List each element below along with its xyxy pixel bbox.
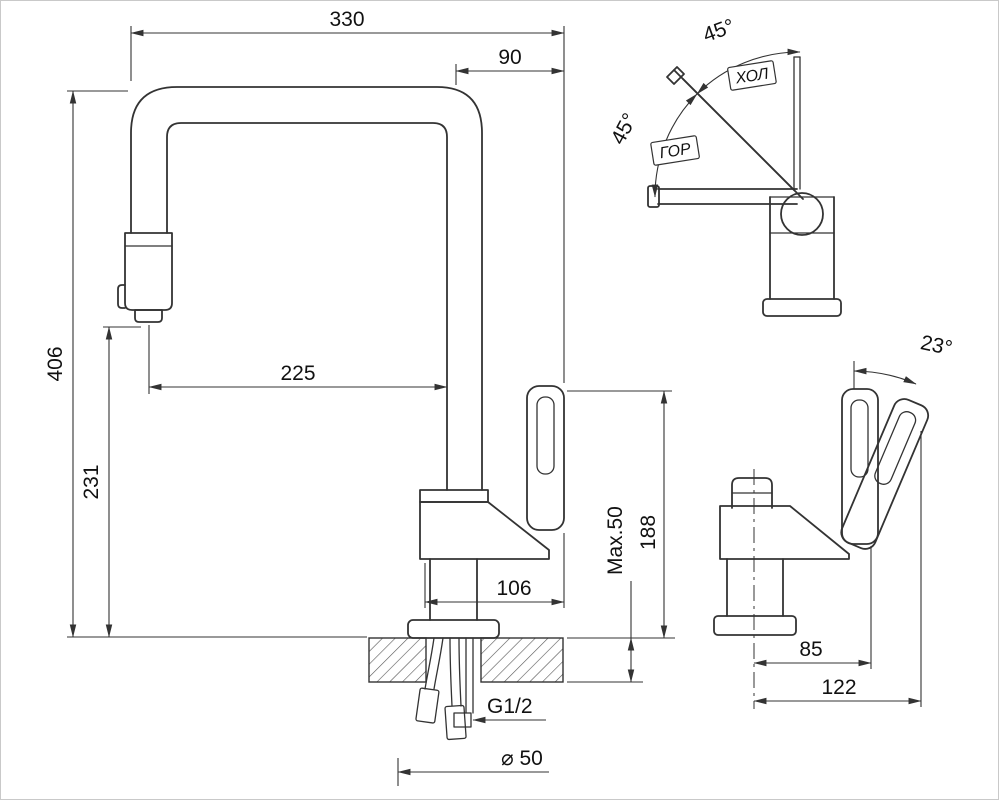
dim-spout-reach-label: 225 [280,362,315,385]
thread-label: G1/2 [487,695,533,718]
body-housing [419,501,550,560]
handle-lever [526,385,565,531]
arc-45-upper [696,48,801,95]
dim-total-depth-label: 122 [821,676,856,699]
angle-lower-label: 45° [607,110,642,149]
arc-23 [853,367,917,385]
shank-thread-end [453,712,472,728]
dim-handle-offset-label: 85 [799,638,822,661]
cold-label: ХОЛ [733,66,769,88]
hose-left-line2 [433,637,444,690]
side-handle-vertical [841,388,879,545]
side-handle-tilted [840,398,930,550]
hot-label-box [650,135,700,166]
lever-diagonal-line2 [682,78,804,200]
hot-label: ГОР [658,141,692,163]
base-flange [407,619,500,639]
dim-handle-height-label: 188 [637,515,660,550]
rot-pivot-ball [780,192,824,236]
rotation-view: 45° 45° ХОЛ ГОР [607,15,842,317]
dim-spout-height-label: 231 [80,464,103,499]
hose-left-fitting [415,687,440,724]
rot-base-flange [762,298,842,317]
handle-angle-label: 23° [918,331,954,360]
hole-diameter-label: ⌀ 50 [501,747,543,770]
hose-mid-line1 [449,637,453,707]
side-view: 23° 85 122 [713,331,954,709]
dim-spout-offset-label: 90 [498,46,521,69]
angle-upper-label: 45° [700,15,738,47]
cold-label-box [727,60,777,91]
body-collar [419,489,489,503]
hot-label-group: ГОР [650,135,700,166]
dim-total-width-label: 330 [329,8,364,31]
dim-body-to-handle-label: 106 [496,577,531,600]
side-spout-stub [731,477,773,509]
dim-total-height-label: 406 [44,346,67,381]
side-handle-tilted-slot [874,411,917,485]
hose-mid-fitting [444,704,467,741]
dim-max-deck-label: Max.50 [604,506,627,575]
spray-head-outline [124,232,173,311]
front-view: 330 90 406 231 225 106 Max.50 188 [44,8,675,786]
spray-head-aerator [134,309,163,323]
lever-diagonal-end-cap [666,66,685,85]
side-body-housing [719,505,850,560]
cold-label-group: ХОЛ [727,60,777,91]
hose-left-line1 [424,637,435,690]
spray-head-button [117,284,126,309]
deck-hatch-left [368,637,427,683]
side-handle-tilted-group [840,398,930,550]
spout-inner-outline [166,122,448,491]
spout-outer-outline [130,86,483,491]
side-base-flange [713,615,797,636]
hose-mid-line2 [458,637,462,707]
handle-lever-slot [536,396,555,475]
deck-hatch-right [480,637,564,683]
side-handle-vertical-slot [850,399,869,478]
